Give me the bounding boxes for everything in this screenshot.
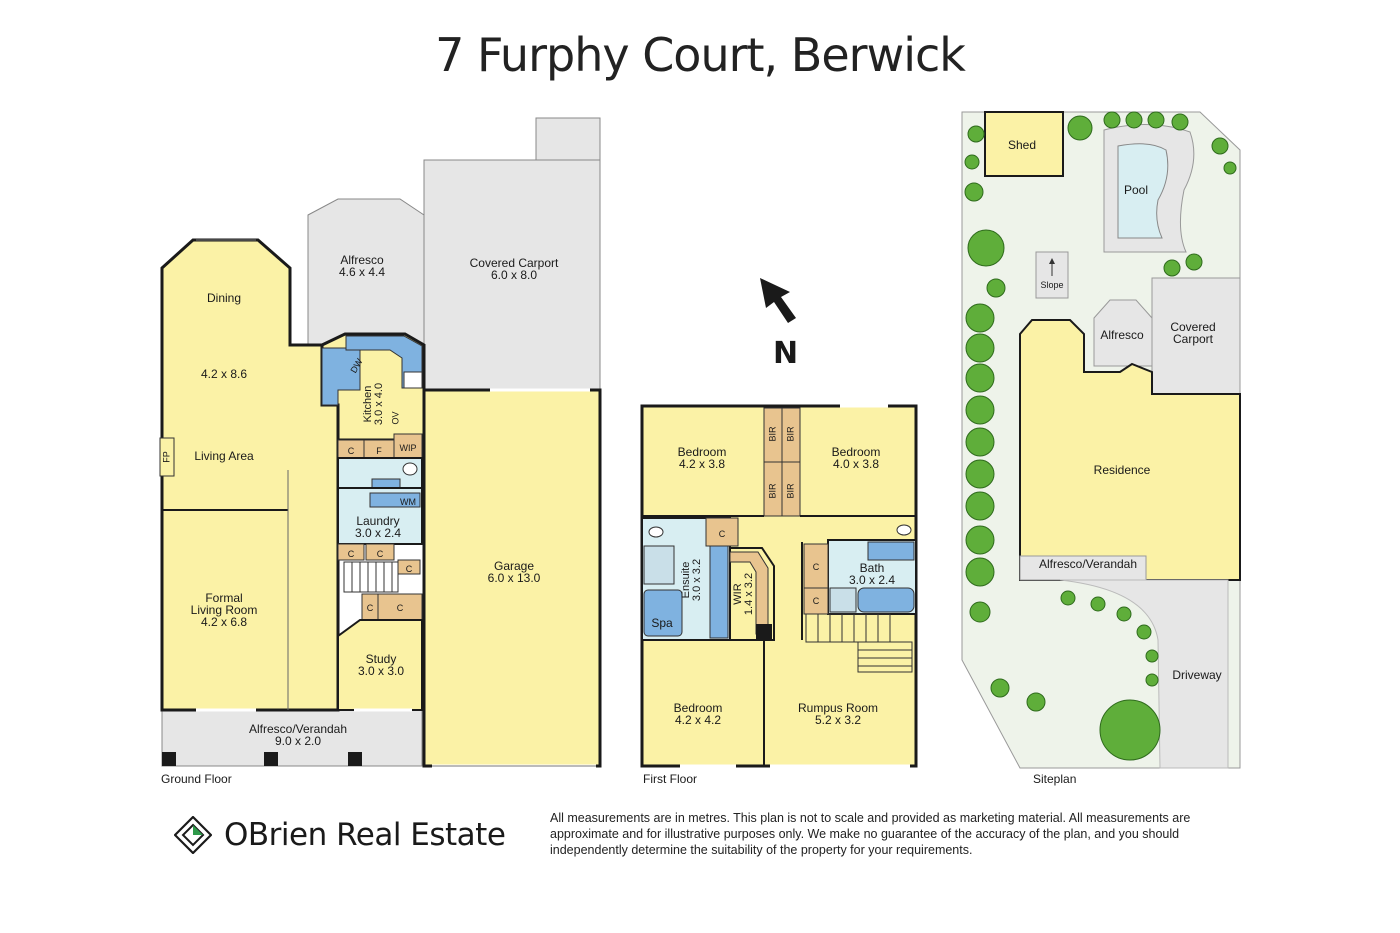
first-floor-caption: First Floor <box>643 772 697 786</box>
north-label: N <box>773 336 799 371</box>
carport-rear-area <box>535 117 601 161</box>
page-title: 7 Furphy Court, Berwick <box>435 28 966 82</box>
cupboard-tag: C <box>366 603 374 613</box>
shed-label: Shed <box>1007 138 1037 152</box>
shed-building <box>984 111 1064 177</box>
pool-water <box>1117 143 1169 239</box>
first-floor-plan <box>640 404 918 768</box>
kitchen-bench-top <box>345 335 423 389</box>
verandah-post <box>348 752 362 766</box>
cupboard-tag: C <box>812 562 820 572</box>
bir-tag: BIR <box>767 483 778 499</box>
fireplace-tag: FP <box>161 451 172 463</box>
cupboard <box>365 543 395 561</box>
cooktop <box>403 371 423 389</box>
disclaimer-text: All measurements are in metres. This pla… <box>550 811 1191 857</box>
brand-name: OBrien Real Estate <box>224 817 506 853</box>
bathtub <box>857 587 915 613</box>
garage-room <box>422 388 602 768</box>
driveway-label: Driveway <box>1172 668 1222 682</box>
cupboard <box>337 543 365 561</box>
cupboard-tag: C <box>812 596 820 606</box>
cupboard-tag: C <box>347 549 355 559</box>
cupboard-tag: C <box>405 564 413 574</box>
cupboard-tag: C <box>376 549 384 559</box>
spa-bath <box>643 589 683 637</box>
toilet <box>896 524 912 536</box>
covered-carport-area <box>423 159 601 391</box>
verandah-area <box>161 709 423 767</box>
driveway-path <box>1059 579 1229 769</box>
site-alfresco-label: Alfresco <box>1100 328 1144 342</box>
ground-floor-caption: Ground Floor <box>161 772 232 786</box>
dining-label: Dining <box>206 291 242 305</box>
site-verandah-label: Alfresco/Verandah <box>1038 557 1138 571</box>
living-area-label: Living Area <box>194 449 254 463</box>
bir-tag: BIR <box>785 426 796 442</box>
diamond-logo-icon <box>174 816 212 854</box>
cupboard-tag: C <box>718 529 726 539</box>
shower <box>643 545 675 585</box>
cupboard <box>377 593 423 621</box>
shower <box>829 587 857 613</box>
site-covered-carport <box>1151 277 1241 395</box>
cupboard <box>803 587 829 615</box>
north-arrow-icon <box>760 278 796 323</box>
washing-machine-tag: WM <box>400 497 416 507</box>
toilet <box>648 526 664 538</box>
ensuite-vanity <box>709 543 729 639</box>
cupboard-tag: C <box>396 603 404 613</box>
brand-logo: OBrien Real Estate <box>174 816 506 854</box>
bir-tag: BIR <box>785 483 796 499</box>
verandah-post <box>162 752 176 766</box>
verandah-post <box>264 752 278 766</box>
spa-label: Spa <box>651 616 673 630</box>
laundry-bench <box>369 492 421 508</box>
slope-label: Slope <box>1040 280 1064 290</box>
living-size-label: 4.2 x 8.6 <box>200 367 248 381</box>
ground-stairs <box>343 561 399 593</box>
residence-label: Residence <box>1093 463 1151 477</box>
bath-vanity <box>867 541 915 561</box>
ground-floor-plan <box>159 117 602 768</box>
pool-label: Pool <box>1123 183 1149 197</box>
cupboard <box>705 517 739 547</box>
first-stairs <box>805 613 913 673</box>
fridge-tag: F <box>376 446 382 456</box>
bir-tag: BIR <box>767 426 778 442</box>
oven-tag: OV <box>390 411 401 425</box>
pantry-tag: WIP <box>399 443 417 453</box>
cupboard-tag: C <box>347 446 355 456</box>
study-room <box>337 619 423 711</box>
fireplace <box>159 437 175 477</box>
residence-building <box>1019 319 1241 581</box>
trees <box>964 111 1237 761</box>
siteplan-caption: Siteplan <box>1033 772 1077 786</box>
siteplan <box>961 111 1241 769</box>
site-verandah <box>1019 555 1147 581</box>
toilet <box>402 462 418 476</box>
built-in-robe <box>781 461 801 517</box>
